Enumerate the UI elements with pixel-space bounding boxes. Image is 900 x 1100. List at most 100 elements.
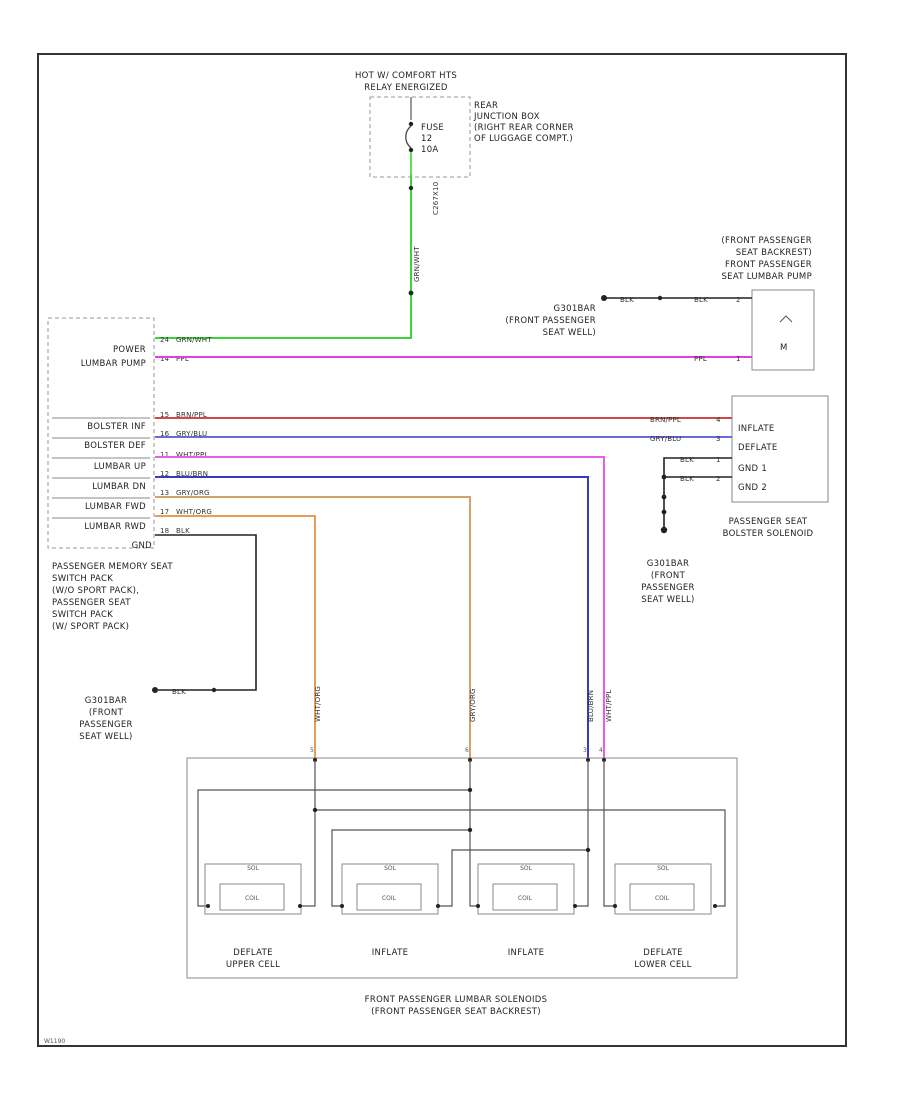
ground-label: (FRONT (651, 571, 686, 581)
lumbar-rwd-wire (155, 515, 316, 758)
ground-code: G301BAR (554, 304, 596, 314)
fuse-label: 10A (421, 145, 439, 155)
wire-label: PPL (176, 355, 189, 363)
pump-caption: FRONT PASSENGER (725, 260, 812, 270)
solenoid-cell: SOL COIL (204, 863, 302, 915)
solenoid-internal-wiring (197, 760, 726, 907)
solenoid-cell: SOL COIL (613, 863, 717, 915)
cell-inner-label: COIL (655, 895, 670, 902)
wire-label: BLU/BRN (587, 690, 595, 722)
switch-pin: 24 (160, 336, 170, 344)
ground-label: (FRONT (89, 708, 124, 718)
switch-pin: 11 (160, 451, 169, 459)
ground-code: G301BAR (85, 696, 127, 706)
wire-label: GRY/BLU (176, 430, 207, 438)
cell-name-deflate-lower: LOWER CELL (634, 960, 691, 970)
solenoid-cell: SOL COIL (340, 863, 440, 915)
pump-caption: (FRONT PASSENGER (721, 236, 812, 246)
wire-label: GRY/ORG (469, 688, 477, 722)
ground-label: PASSENGER (79, 720, 132, 730)
splice-dot (211, 687, 217, 693)
lumbar-up-wire (155, 456, 605, 758)
pump-icon (779, 315, 793, 323)
lumbar-pin: 6 (465, 747, 469, 754)
lumbar-pump-box (751, 289, 815, 371)
bolster-label-gnd2: GND 2 (738, 483, 767, 493)
cell-top-label: SOL (247, 865, 260, 872)
bolster-solenoid-box (731, 395, 829, 503)
power-wire-green (155, 175, 412, 339)
diagram-frame (37, 53, 847, 1047)
footer-code: W1190 (44, 1038, 65, 1045)
bolster-pin: 2 (716, 475, 721, 483)
motor-icon: M (780, 343, 788, 353)
junction-box-label: OF LUGGAGE COMPT.) (474, 134, 573, 144)
hot-source-label: RELAY ENERGIZED (364, 83, 448, 93)
ground-icon (152, 687, 158, 693)
wire-label: BRN/PPL (176, 411, 207, 419)
bolster-caption: BOLSTER SOLENOID (723, 529, 814, 539)
switch-caption: PASSENGER SEAT (52, 598, 131, 608)
wire-label: BLU/BRN (176, 470, 208, 478)
switch-caption: PASSENGER MEMORY SEAT (52, 562, 173, 572)
switch-caption: SWITCH PACK (52, 574, 113, 584)
junction-box-label: JUNCTION BOX (473, 112, 540, 122)
bolster-gnd1-wire (663, 457, 732, 527)
switch-caption: (W/ SPORT PACK) (52, 622, 129, 632)
lumbar-dn-wire (155, 476, 589, 758)
wire-label: BLK (680, 456, 694, 464)
switch-label-bolster-def: BOLSTER DEF (84, 441, 146, 451)
wire-label: BLK (172, 688, 186, 696)
ground-label: PASSENGER (641, 583, 694, 593)
switch-label-power: POWER (113, 345, 146, 355)
lumbar-caption: (FRONT PASSENGER SEAT BACKREST) (371, 1007, 541, 1017)
cell-top-label: SOL (384, 865, 397, 872)
pump-pin: 2 (736, 296, 741, 304)
junction-box-label: (RIGHT REAR CORNER (474, 123, 574, 133)
bolster-pin: 4 (716, 416, 721, 424)
bolster-label-deflate: DEFLATE (738, 443, 778, 453)
cell-inner-label: COIL (382, 895, 397, 902)
wire-label: GRY/BLU (650, 435, 681, 443)
lumbar-pin: 5 (310, 747, 314, 754)
switch-caption: SWITCH PACK (52, 610, 113, 620)
cell-name-inflate: INFLATE (508, 948, 545, 958)
lumbar-caption: FRONT PASSENGER LUMBAR SOLENOIDS (365, 995, 548, 1005)
lumbar-pin: 3 (583, 747, 587, 754)
ground-label: SEAT WELL) (543, 328, 596, 338)
bolster-pin: 1 (716, 456, 721, 464)
switch-pin: 17 (160, 508, 169, 516)
ground-label: SEAT WELL) (641, 595, 694, 605)
splice-dot (661, 509, 667, 515)
fuse-label: FUSE (421, 123, 444, 133)
switch-pin: 15 (160, 411, 169, 419)
switch-label-bolster-inf: BOLSTER INF (87, 422, 146, 432)
junction-box-outline (369, 96, 471, 178)
wire-label: WHT/ORG (314, 686, 322, 722)
switch-pin: 18 (160, 527, 169, 535)
pump-caption: SEAT LUMBAR PUMP (721, 272, 812, 282)
splice-dot (585, 847, 591, 853)
ground-code: G301BAR (647, 559, 689, 569)
bolster-pin: 3 (716, 435, 721, 443)
wire-label: WHT/ORG (176, 508, 212, 516)
cell-name-inflate: INFLATE (372, 948, 409, 958)
splice-dot (661, 474, 667, 480)
ground-icon (660, 526, 668, 534)
cell-name-deflate-upper: DEFLATE (233, 948, 273, 958)
bolster-caption: PASSENGER SEAT (729, 517, 808, 527)
bolster-label-gnd1: GND 1 (738, 464, 767, 474)
switch-pin: 13 (160, 489, 169, 497)
pump-caption: SEAT BACKREST) (736, 248, 812, 258)
lumbar-pin: 4 (599, 747, 603, 754)
wire-label: GRN/WHT (176, 336, 212, 344)
splice-dot (467, 787, 473, 793)
fuse-icon (405, 125, 412, 149)
switch-label-lumbar-fwd: LUMBAR FWD (85, 502, 146, 512)
cell-top-label: SOL (657, 865, 670, 872)
switch-pin: 14 (160, 355, 170, 363)
splice-dot (408, 290, 414, 296)
splice-dot (312, 807, 318, 813)
switch-pin: 12 (160, 470, 169, 478)
